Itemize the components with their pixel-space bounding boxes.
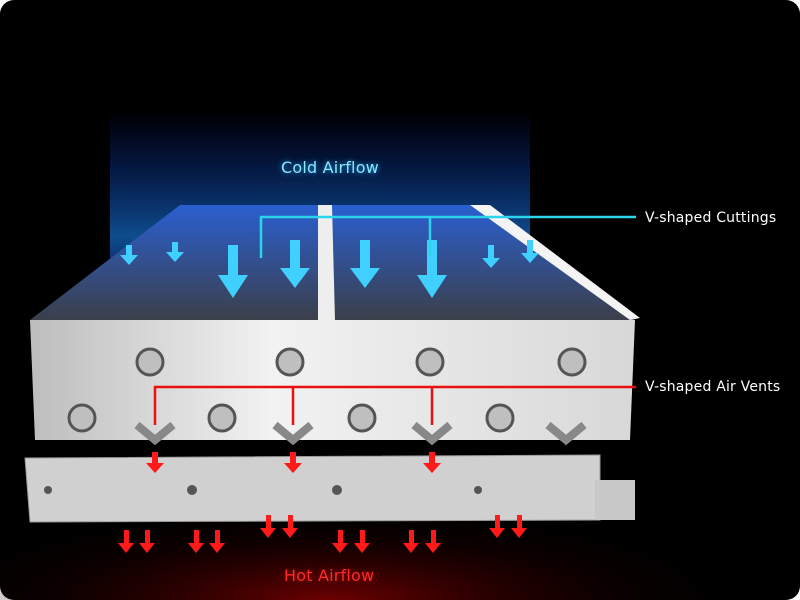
- fin-edge: [470, 205, 640, 320]
- cold-airflow-label: Cold Airflow: [281, 158, 379, 177]
- fin-divider: [318, 205, 335, 320]
- bracket: [595, 480, 635, 520]
- heat-pipes: [67, 347, 587, 433]
- plate-holes: [44, 485, 482, 495]
- v-air-vents: [134, 421, 587, 446]
- cuttings-callout-line: [259, 215, 636, 258]
- base-plate: [24, 454, 601, 523]
- v-shaped-air-vents-label: V-shaped Air Vents: [645, 379, 781, 395]
- hot-airflow-arrows: [118, 452, 527, 553]
- v-shaped-cuttings-label: V-shaped Cuttings: [645, 210, 777, 226]
- hot-airflow-label: Hot Airflow: [284, 566, 375, 585]
- heatsink-front-face: [30, 320, 635, 440]
- cold-airflow-arrows: [120, 240, 539, 298]
- vents-callout-line: [153, 385, 636, 425]
